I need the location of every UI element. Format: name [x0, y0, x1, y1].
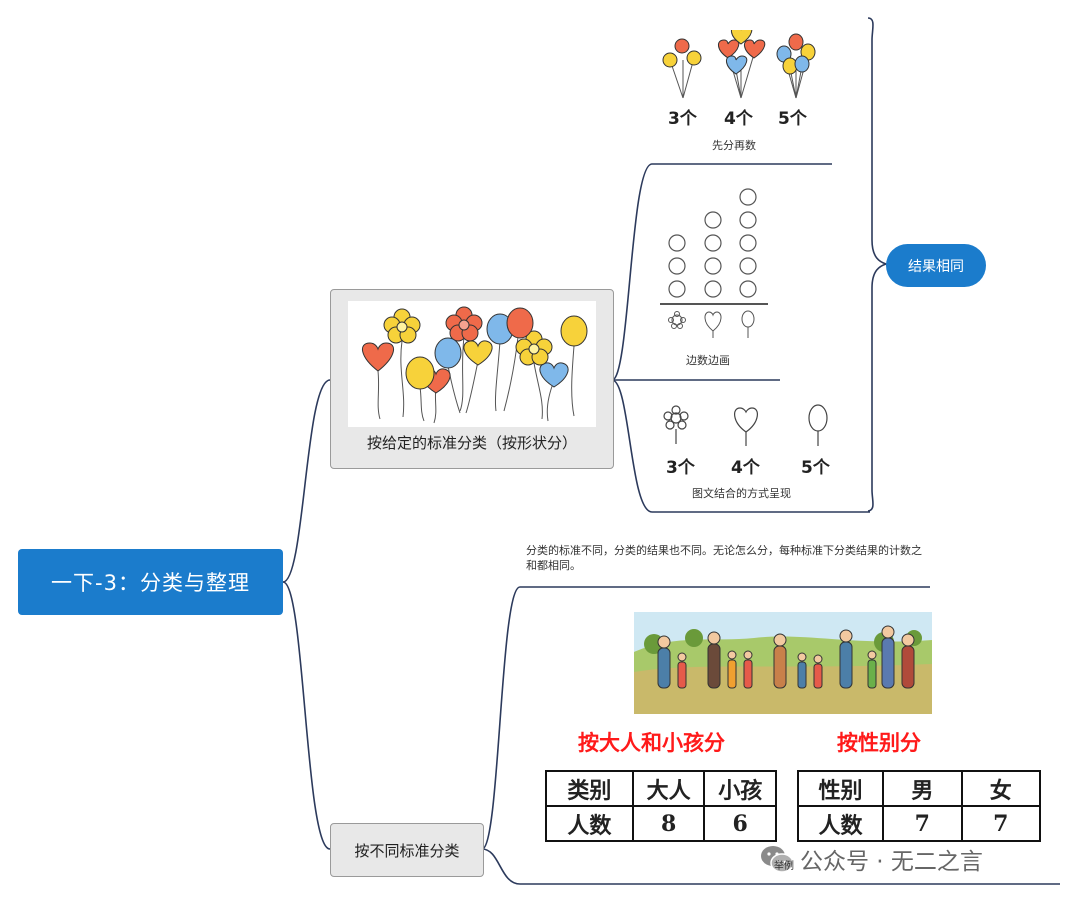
table-cell: 7 — [960, 805, 1042, 842]
tally-chart — [656, 186, 776, 344]
table-cell: 8 — [631, 805, 706, 842]
shape-icons-row — [656, 402, 836, 452]
method3-label: 图文结合的方式呈现 — [692, 487, 791, 500]
tally-circle — [668, 280, 686, 298]
table-cell: 性别 — [796, 770, 885, 807]
branch-caption: 按给定的标准分类（按形状分） — [366, 434, 577, 452]
family-picnic-scene — [634, 612, 932, 714]
table-cell: 类别 — [545, 770, 634, 807]
classification-note: 分类的标准不同，分类的结果也不同。无论怎么分，每种标准下分类结果的计数之和都相同… — [526, 544, 922, 572]
tally-circle — [704, 257, 722, 275]
table-cell: 小孩 — [703, 770, 777, 807]
tally-circle — [704, 280, 722, 298]
balloon-bunches — [656, 25, 822, 100]
tally-circle — [668, 234, 686, 252]
table-row: 性别 男 女 — [796, 770, 1042, 807]
count-flowers: 3个 — [668, 109, 697, 129]
count3-balloons: 5个 — [801, 458, 830, 478]
table-gender: 性别 男 女 人数 7 7 — [796, 770, 1042, 842]
branch-shape-classification[interactable]: 按给定的标准分类（按形状分） — [330, 289, 614, 469]
balloon-bunches-drawing — [662, 25, 816, 99]
tally-circle — [739, 234, 757, 252]
result-same-node[interactable]: 结果相同 — [886, 244, 986, 287]
root-node[interactable]: 一下-3：分类与整理 — [18, 549, 283, 615]
table-cell: 男 — [882, 770, 963, 807]
count-hearts: 4个 — [724, 109, 753, 129]
method2-label: 边数边画 — [686, 354, 730, 367]
tally-circle — [704, 211, 722, 229]
tally-drawing — [660, 188, 768, 338]
method1-label: 先分再数 — [712, 139, 756, 152]
tally-circle — [739, 280, 757, 298]
wechat-icon — [760, 844, 794, 874]
example-label: 举例 — [774, 861, 794, 872]
table-row: 人数 8 6 — [545, 805, 777, 842]
tally-circle — [739, 257, 757, 275]
branch-different-standards[interactable]: 按不同标准分类 — [330, 823, 484, 877]
balloons-drawing — [362, 306, 588, 424]
family-scene-drawing — [634, 612, 932, 714]
heading-adult-child: 按大人和小孩分 — [578, 731, 725, 755]
tally-circle — [739, 188, 757, 206]
table-cell: 人数 — [796, 805, 885, 842]
watermark-text: 公众号 · 无二之言 — [800, 849, 983, 875]
table-cell: 6 — [703, 805, 777, 842]
table-row: 人数 7 7 — [796, 805, 1042, 842]
shape-icons-drawing — [663, 404, 828, 446]
count-balloons: 5个 — [778, 109, 807, 129]
table-adult-child: 类别 大人 小孩 人数 8 6 — [545, 770, 777, 842]
balloons-illustration — [348, 301, 596, 427]
table-cell: 人数 — [545, 805, 634, 842]
table-row: 类别 大人 小孩 — [545, 770, 777, 807]
count3-flowers: 3个 — [666, 458, 695, 478]
tally-circle — [704, 234, 722, 252]
table-cell: 大人 — [631, 770, 706, 807]
table-cell: 女 — [960, 770, 1042, 807]
tally-circle — [739, 211, 757, 229]
tally-circle — [668, 257, 686, 275]
table-cell: 7 — [882, 805, 963, 842]
watermark: 公众号 · 无二之言 — [760, 842, 983, 876]
heading-gender: 按性别分 — [837, 731, 921, 755]
count3-hearts: 4个 — [731, 458, 760, 478]
